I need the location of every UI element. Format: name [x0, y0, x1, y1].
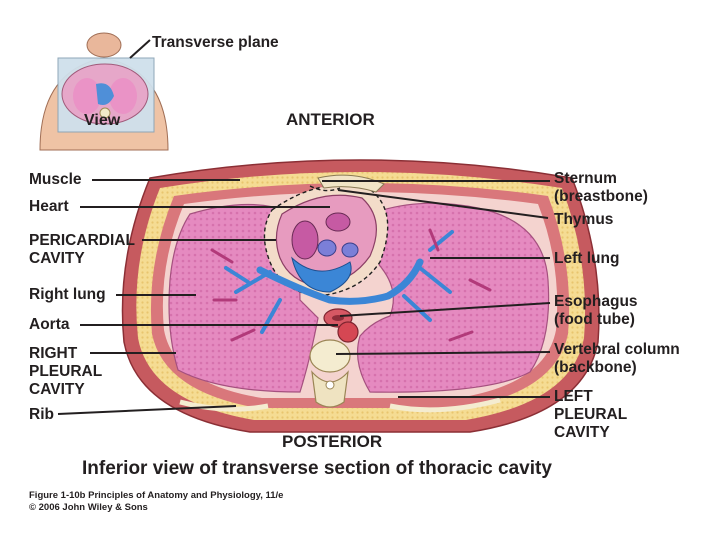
label-muscle: Muscle	[29, 171, 82, 188]
anterior-label: ANTERIOR	[286, 110, 375, 129]
label-aorta: Aorta	[29, 316, 70, 333]
label-sternum-line2: (breastbone)	[554, 188, 648, 205]
label-sternum-line1: Sternum	[554, 170, 617, 187]
label-left-pleural-line1: LEFT	[554, 388, 593, 405]
label-esophagus: Esophagus (food tube)	[554, 293, 638, 329]
posterior-label: POSTERIOR	[282, 432, 383, 451]
transverse-plane-label: Transverse plane	[152, 34, 279, 51]
label-heart: Heart	[29, 198, 69, 215]
label-right-pleural-line2: PLEURAL	[29, 363, 103, 380]
label-pericardial-line1: PERICARDIAL	[29, 232, 135, 249]
label-sternum: Sternum (breastbone)	[554, 170, 648, 206]
label-right-lung: Right lung	[29, 286, 106, 303]
figure-title: Inferior view of transverse section of t…	[82, 458, 552, 479]
leader-lines	[57, 179, 551, 415]
credit-line2: © 2006 John Wiley & Sons	[29, 502, 148, 513]
label-right-pleural-cavity: RIGHT PLEURAL CAVITY	[29, 345, 102, 399]
label-vertebral-line1: Vertebral column	[554, 341, 680, 358]
label-thymus: Thymus	[554, 211, 614, 228]
label-right-pleural-line3: CAVITY	[29, 381, 85, 398]
label-left-pleural-cavity: LEFT PLEURAL CAVITY	[554, 388, 627, 442]
credit-line1: Figure 1-10b Principles of Anatomy and P…	[29, 490, 284, 501]
cross-section	[121, 159, 600, 433]
label-pericardial-cavity: PERICARDIAL CAVITY	[29, 232, 135, 268]
label-vertebral-line2: (backbone)	[554, 359, 637, 376]
label-esophagus-line1: Esophagus	[554, 293, 638, 310]
label-rib: Rib	[29, 406, 54, 423]
view-label: View	[84, 112, 121, 129]
label-left-lung: Left lung	[554, 250, 620, 267]
inset-figure	[39, 32, 169, 151]
label-vertebral-column: Vertebral column (backbone)	[554, 341, 680, 377]
label-pericardial-line2: CAVITY	[29, 250, 85, 267]
label-esophagus-line2: (food tube)	[554, 311, 635, 328]
label-left-pleural-line2: PLEURAL	[554, 406, 628, 423]
label-left-pleural-line3: CAVITY	[554, 424, 610, 441]
label-right-pleural-line1: RIGHT	[29, 345, 78, 362]
